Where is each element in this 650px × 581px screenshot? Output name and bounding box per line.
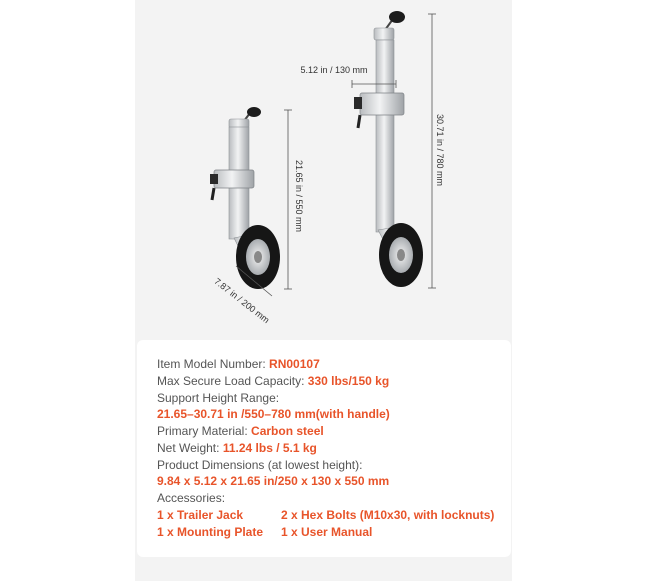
spec-card: Item Model Number: RN00107 Max Secure Lo… <box>137 340 511 557</box>
accessories-label: Accessories: <box>157 491 226 505</box>
material-label: Primary Material: <box>157 424 248 438</box>
dimension-lines <box>235 13 436 297</box>
accessory-item: 1 x Trailer Jack <box>157 508 244 522</box>
accessory-item: 2 x Hex Bolts (M10x30, with locknuts) <box>281 508 495 522</box>
product-illustration: 21.65 in / 550 mm 7.87 in / 200 mm 5.12 … <box>210 11 445 325</box>
spec-material: Primary Material: Carbon steel <box>157 423 324 439</box>
spec-model: Item Model Number: RN00107 <box>157 356 320 372</box>
height-value: 21.65–30.71 in /550–780 mm(with handle) <box>157 407 390 421</box>
spec-load: Max Secure Load Capacity: 330 lbs/150 kg <box>157 373 389 389</box>
jack-retracted <box>210 107 280 289</box>
large-offset-label: 5.12 in / 130 mm <box>300 65 367 75</box>
dims-value: 9.84 x 5.12 x 21.65 in/250 x 130 x 550 m… <box>157 474 390 488</box>
weight-label: Net Weight: <box>157 441 220 455</box>
model-value: RN00107 <box>269 357 320 371</box>
model-label: Item Model Number: <box>157 357 266 371</box>
material-value: Carbon steel <box>251 424 324 438</box>
dims-label: Product Dimensions (at lowest height): <box>157 458 363 472</box>
small-height-label: 21.65 in / 550 mm <box>294 160 304 232</box>
load-label: Max Secure Load Capacity: <box>157 374 305 388</box>
load-value: 330 lbs/150 kg <box>307 374 390 388</box>
accessory-item: 1 x Mounting Plate <box>157 525 264 539</box>
height-label: Support Height Range: <box>157 391 280 405</box>
spec-weight: Net Weight: 11.24 lbs / 5.1 kg <box>157 440 317 456</box>
large-height-label: 30.71 in / 780 mm <box>435 114 445 186</box>
jack-extended <box>354 11 423 287</box>
weight-value: 11.24 lbs / 5.1 kg <box>222 441 317 455</box>
accessory-item: 1 x User Manual <box>281 525 373 539</box>
